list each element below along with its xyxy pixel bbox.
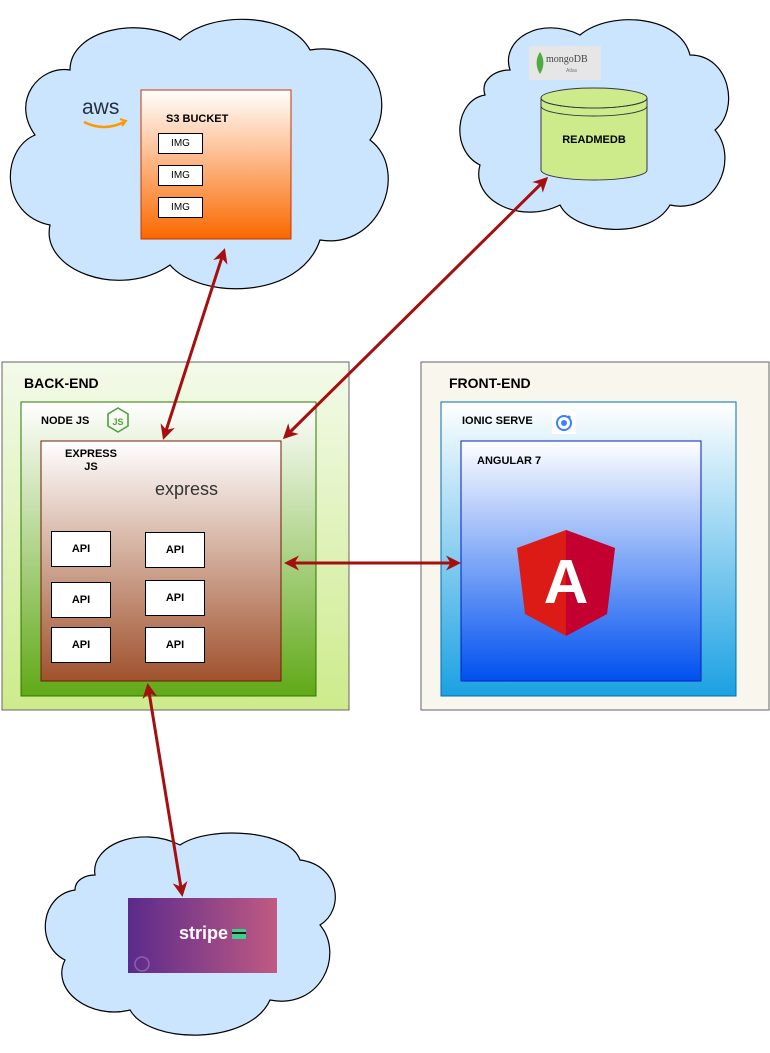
angular-logo-icon	[517, 530, 615, 636]
angular-label: ANGULAR 7	[477, 455, 542, 467]
arrow-express-stripe	[142, 683, 188, 897]
s3-bucket-title: S3 BUCKET	[166, 113, 229, 125]
readmedb-label: READMEDB	[562, 134, 626, 146]
readmedb-cylinder	[540, 87, 648, 181]
stripe-logo-text: stripe	[179, 923, 229, 943]
img-item-2: IMG	[158, 165, 203, 186]
ionic-icon	[552, 412, 576, 434]
arrow-mongo-express	[282, 176, 549, 440]
api-item-6: API	[145, 627, 205, 663]
mongodb-logo-sub: Atlas	[566, 68, 578, 74]
express-logo-text: express	[155, 479, 219, 499]
nodejs-label: NODE JS	[41, 415, 90, 427]
angular-logo-letter: A	[543, 548, 589, 617]
express-label-line2: JS	[84, 461, 98, 473]
api-item-5: API	[51, 627, 111, 663]
aws-arrow-icon	[119, 118, 128, 127]
express-label-line1: EXPRESS	[65, 448, 117, 460]
api-item-1: API	[51, 531, 111, 567]
stripe-card-icon	[232, 929, 246, 939]
backend-title: BACK-END	[24, 375, 99, 391]
img-item-1: IMG	[158, 133, 203, 154]
arrow-s3-express	[160, 248, 228, 440]
svg-text:JS: JS	[112, 417, 123, 427]
mongodb-leaf-icon	[536, 52, 544, 74]
wordpress-watermark-icon	[134, 956, 150, 972]
aws-smile-icon	[83, 120, 125, 129]
api-item-4: API	[145, 580, 205, 616]
nodejs-hex-icon: JS	[107, 407, 129, 433]
stripe-banner	[128, 898, 277, 973]
api-item-2: API	[145, 532, 205, 568]
frontend-title: FRONT-END	[449, 375, 531, 391]
aws-logo-text: aws	[82, 96, 120, 119]
img-item-3: IMG	[158, 197, 203, 218]
api-item-3: API	[51, 582, 111, 618]
mongodb-logo-text: mongoDB	[546, 54, 588, 65]
ionic-serve-label: IONIC SERVE	[462, 415, 533, 427]
